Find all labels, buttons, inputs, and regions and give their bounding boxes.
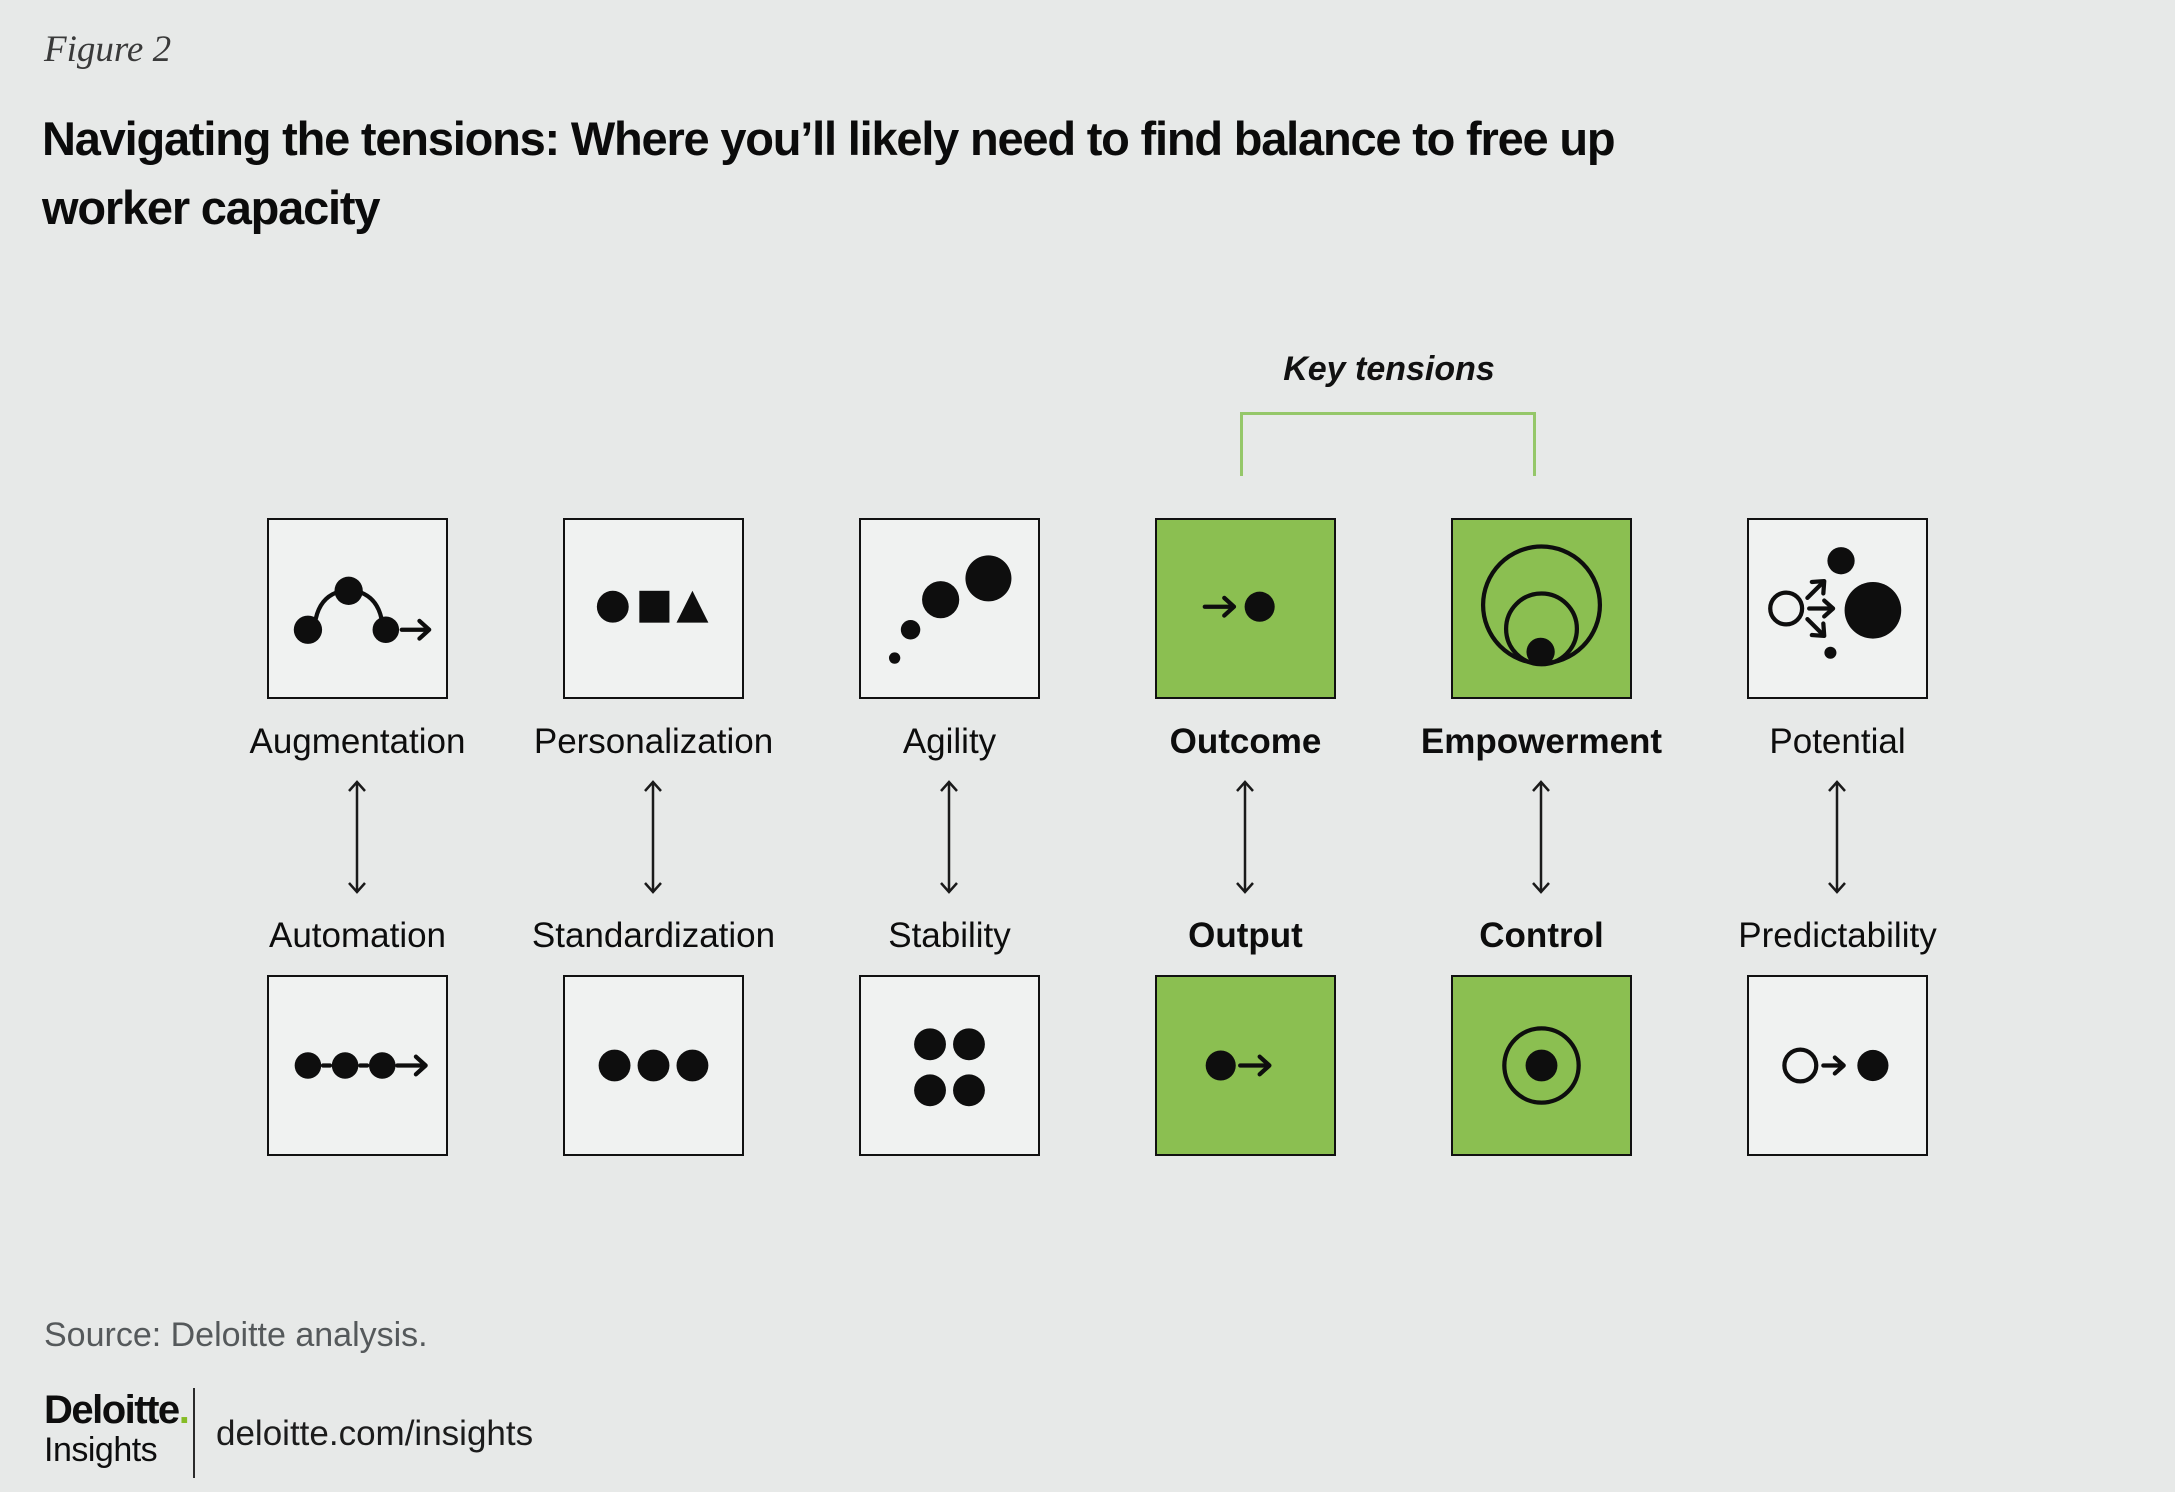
- tension-arrow-icon: [1236, 780, 1254, 894]
- stability-box: [859, 975, 1040, 1156]
- tension-arrow-icon: [644, 780, 662, 894]
- footer-divider: [193, 1388, 195, 1478]
- standardization-box: [563, 975, 744, 1156]
- standardization-icon: [598, 1049, 709, 1082]
- personalization-icon: [596, 590, 709, 623]
- figure-title-line2: worker capacity: [42, 181, 381, 234]
- label-stability: Stability: [888, 916, 1011, 955]
- tension-arrow-icon: [1532, 780, 1550, 894]
- label-potential: Potential: [1769, 722, 1906, 761]
- label-standardization: Standardization: [531, 916, 776, 955]
- output-icon: [1205, 1050, 1272, 1081]
- figure-title-line1: Navigating the tensions: Where you’ll li…: [42, 112, 1616, 165]
- deloitte-wordmark-text: Deloitte: [44, 1388, 180, 1432]
- predictability-icon: [1782, 1047, 1889, 1084]
- tension-arrow-icon: [940, 780, 958, 894]
- empowerment-box: [1451, 518, 1632, 699]
- tension-pair-empowerment-control: Empowerment Control: [1421, 0, 1662, 1492]
- source-note: Source: Deloitte analysis.: [44, 1316, 428, 1354]
- augmentation-icon: [293, 576, 432, 644]
- deloitte-insights-logo: Deloitte. Insights: [44, 1388, 190, 1469]
- potential-icon: [1768, 547, 1902, 659]
- outcome-icon: [1202, 591, 1275, 622]
- label-empowerment: Empowerment: [1420, 722, 1663, 761]
- deloitte-wordmark: Deloitte.: [44, 1388, 190, 1432]
- key-tensions-label: Key tensions: [1283, 350, 1495, 388]
- label-output: Output: [1188, 916, 1303, 955]
- automation-icon: [294, 1052, 428, 1079]
- label-agility: Agility: [902, 722, 997, 761]
- tension-pair-augmentation-automation: Augmentation Automation: [250, 0, 465, 1492]
- deloitte-green-dot: .: [178, 1388, 190, 1432]
- label-control: Control: [1479, 916, 1604, 955]
- stability-icon: [914, 1028, 985, 1107]
- empowerment-icon: [1480, 544, 1603, 667]
- outcome-box: [1155, 518, 1336, 699]
- tension-pair-agility-stability: Agility Stability: [859, 0, 1040, 1492]
- label-automation: Automation: [268, 916, 447, 955]
- control-box: [1451, 975, 1632, 1156]
- tension-pair-potential-predictability: Potential Predictability: [1738, 0, 1937, 1492]
- tension-pair-outcome-output: Outcome Output: [1155, 0, 1336, 1492]
- augmentation-box: [267, 518, 448, 699]
- key-tensions-bracket: [1240, 412, 1536, 476]
- label-outcome: Outcome: [1169, 722, 1322, 761]
- agility-box: [859, 518, 1040, 699]
- insights-wordmark: Insights: [44, 1431, 158, 1469]
- figure-number: Figure 2: [44, 29, 172, 70]
- label-augmentation: Augmentation: [249, 722, 466, 761]
- predictability-box: [1747, 975, 1928, 1156]
- figure-title: Navigating the tensions: Where you’ll li…: [42, 104, 1802, 242]
- insights-url-link[interactable]: deloitte.com/insights: [216, 1414, 534, 1453]
- automation-box: [267, 975, 448, 1156]
- tension-pair-personalization-standardization: Personalization Standardization: [532, 0, 775, 1492]
- potential-box: [1747, 518, 1928, 699]
- label-predictability: Predictability: [1738, 916, 1937, 955]
- tension-arrow-icon: [348, 780, 366, 894]
- tension-arrow-icon: [1828, 780, 1846, 894]
- label-personalization: Personalization: [533, 722, 774, 761]
- control-icon: [1502, 1026, 1581, 1105]
- output-box: [1155, 975, 1336, 1156]
- agility-icon: [888, 555, 1012, 664]
- personalization-box: [563, 518, 744, 699]
